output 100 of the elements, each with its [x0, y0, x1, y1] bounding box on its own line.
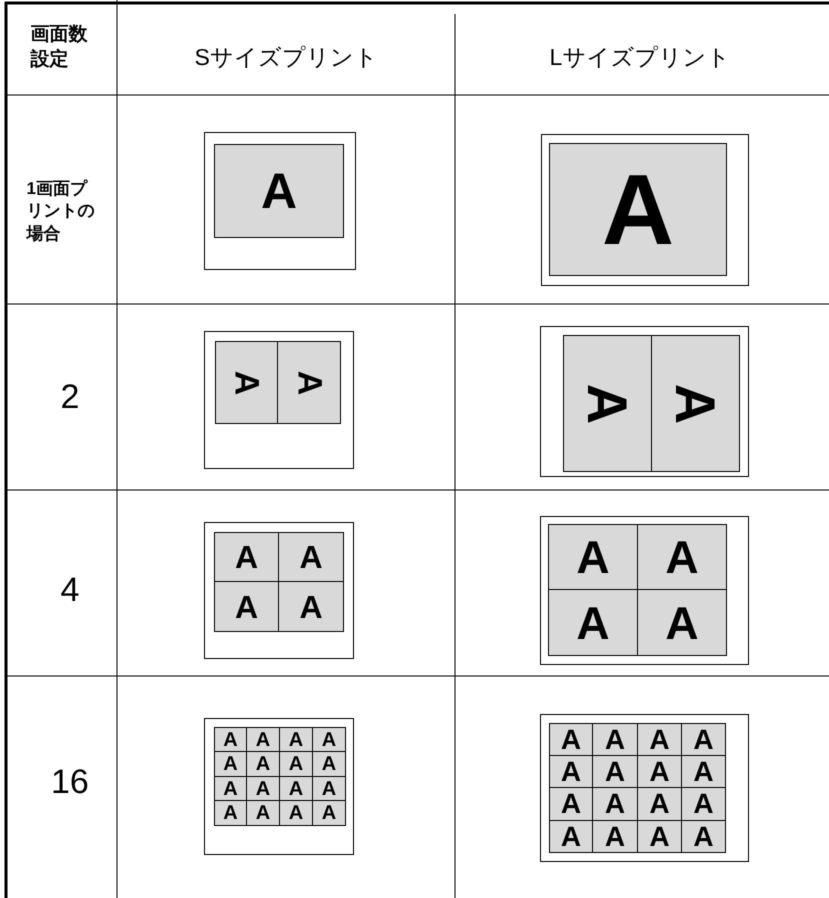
photo-cell — [592, 820, 638, 853]
print-letter: A — [604, 726, 626, 754]
print-letter: A — [288, 754, 304, 774]
photo-cell — [549, 723, 593, 756]
photo-cell — [277, 341, 341, 424]
print-letter: A — [288, 803, 304, 823]
photo-cell — [681, 787, 726, 821]
photo-cell — [548, 524, 638, 590]
print-letter: A — [668, 383, 724, 424]
photo-cell — [549, 143, 727, 276]
print-paper — [204, 132, 356, 270]
photo-cell — [279, 751, 313, 777]
print-letter: A — [322, 754, 336, 774]
print-paper — [204, 718, 354, 855]
print-letter: A — [223, 803, 238, 823]
photo-cell — [312, 776, 346, 801]
photo-cell — [278, 581, 344, 632]
photo-cell — [563, 335, 652, 472]
print-letter: A — [322, 778, 336, 798]
print-letter: A — [234, 590, 258, 622]
photo-cell — [312, 800, 346, 826]
print-letter: A — [322, 803, 336, 823]
print-paper — [540, 714, 749, 862]
photo-cell — [637, 820, 682, 853]
photo-cell — [246, 776, 280, 801]
photo-cell — [548, 589, 638, 656]
print-letter: A — [580, 383, 636, 424]
row-header: 4 — [60, 570, 80, 610]
print-letter: A — [560, 790, 582, 818]
print-letter: A — [560, 822, 582, 850]
print-letter: A — [649, 758, 670, 786]
photo-cell — [312, 751, 346, 777]
print-letter: A — [693, 822, 714, 850]
print-letter: A — [256, 803, 270, 823]
print-letter: A — [602, 160, 674, 260]
photo-cell — [215, 341, 278, 424]
print-letter: A — [576, 600, 610, 646]
photo-cell — [549, 787, 593, 821]
print-letter: A — [665, 600, 699, 646]
print-letter: A — [560, 758, 582, 786]
print-letter: A — [665, 534, 699, 580]
print-letter: A — [299, 541, 323, 573]
print-letter: A — [649, 790, 670, 818]
print-paper — [540, 516, 749, 665]
print-letter: A — [223, 778, 238, 798]
print-letter: A — [693, 790, 714, 818]
print-letter: A — [604, 758, 626, 786]
photo-cell — [214, 581, 279, 632]
photo-cell — [214, 800, 247, 826]
print-paper — [204, 522, 354, 659]
photo-cell — [681, 820, 726, 853]
photo-cell — [592, 787, 638, 821]
photo-cell — [214, 776, 247, 801]
print-letter: A — [256, 754, 270, 774]
print-letter: A — [604, 822, 626, 850]
photo-cell — [312, 727, 346, 752]
photo-cell — [681, 755, 726, 788]
photo-cell — [279, 727, 313, 752]
print-letter: A — [649, 726, 670, 754]
print-letter: A — [223, 730, 238, 750]
print-letter: A — [576, 534, 610, 580]
photo-cell — [246, 800, 280, 826]
print-letter: A — [288, 778, 304, 798]
photo-cell — [279, 776, 313, 801]
print-letter: A — [234, 541, 258, 573]
column-header: Lサイズプリント — [550, 42, 730, 72]
print-letter: A — [693, 726, 714, 754]
print-letter: A — [693, 758, 714, 786]
photo-cell — [246, 751, 280, 777]
photo-cell — [278, 532, 344, 582]
photo-cell — [637, 524, 727, 590]
column-header: Sサイズプリント — [194, 42, 378, 72]
photo-cell — [549, 755, 593, 788]
print-letter: A — [292, 370, 326, 395]
photo-cell — [681, 723, 726, 756]
photo-cell — [279, 800, 313, 826]
photo-cell — [246, 727, 280, 752]
print-letter: A — [649, 822, 670, 850]
row-header: 16 — [51, 762, 89, 802]
photo-cell — [214, 144, 344, 238]
print-paper — [540, 326, 749, 477]
print-letter: A — [560, 726, 582, 754]
photo-cell — [214, 532, 279, 582]
print-letter: A — [288, 730, 304, 750]
print-letter: A — [604, 790, 626, 818]
print-paper — [541, 134, 749, 286]
photo-cell — [214, 727, 247, 752]
print-letter: A — [223, 754, 238, 774]
photo-cell — [592, 755, 638, 788]
print-letter: A — [256, 778, 270, 798]
photo-cell — [549, 820, 593, 853]
photo-cell — [637, 755, 682, 788]
photo-cell — [637, 787, 682, 821]
column-header: 画面数設定 — [30, 22, 88, 72]
print-paper — [204, 331, 354, 469]
print-letter: A — [322, 730, 336, 750]
print-letter: A — [299, 590, 323, 622]
row-header: 2 — [60, 378, 80, 416]
photo-cell — [637, 723, 682, 756]
print-letter: A — [256, 730, 270, 750]
